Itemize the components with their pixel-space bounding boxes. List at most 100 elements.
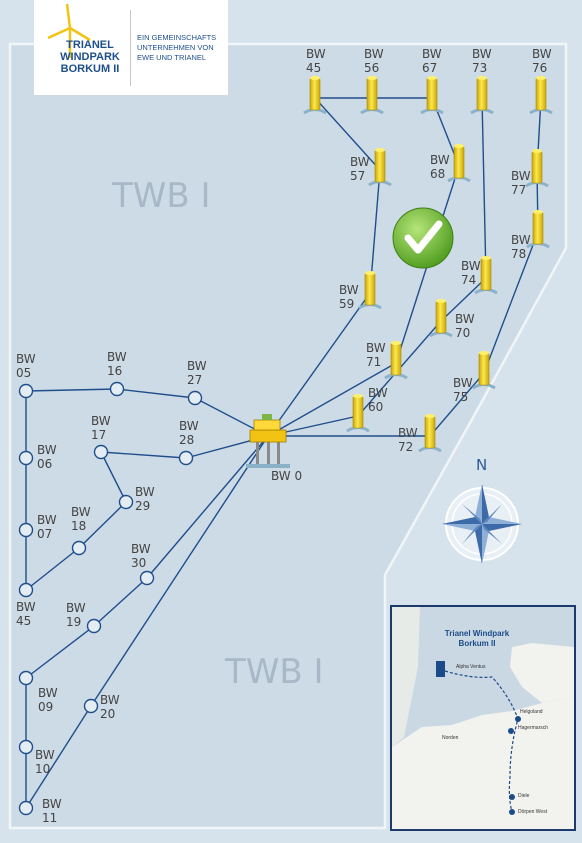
turbine-top (353, 394, 363, 398)
cable-segment (116, 388, 196, 399)
cable-segment (100, 451, 187, 459)
logo-sub-line-2: UNTERNEHMEN VON (137, 42, 214, 52)
cable-segment (93, 577, 148, 627)
inset-title: Trianel Windpark Borkum II (422, 629, 532, 649)
planned-turbine-marker (18, 800, 34, 816)
wind-turbine-logo-icon (47, 3, 91, 58)
turbine-top (454, 144, 464, 148)
inset-title-line-2: Borkum II (458, 639, 496, 648)
planned-turbine-marker (83, 698, 99, 714)
turbine-top (479, 351, 489, 355)
inset-place-helgoland: Helgoland (520, 709, 543, 715)
turbine-top (367, 76, 377, 80)
cable-segment (146, 435, 269, 579)
cable-segment (100, 451, 127, 503)
turbine-top (533, 210, 543, 214)
zone-label-north: TWB I (111, 176, 211, 216)
inset-title-line-1: Trianel Windpark (444, 629, 510, 638)
cable-segment (483, 231, 539, 374)
turbine-top (310, 76, 320, 80)
turbine-tower (476, 77, 488, 111)
planned-turbine-marker (93, 444, 109, 460)
turbine-top (391, 341, 401, 345)
planned-turbine-marker (139, 570, 155, 586)
turbine-tower (309, 77, 321, 111)
turbine-top (427, 76, 437, 80)
turbine-top (536, 76, 546, 80)
inset-place-alpha-ventus: Alpha Ventus (456, 664, 486, 670)
turbine-top (425, 414, 435, 418)
planned-turbine-marker (18, 383, 34, 399)
logo-line-1: TRIANEL (66, 39, 114, 51)
compass-north-label: N (476, 456, 487, 474)
logo-sub-line-1: EIN GEMEINSCHAFTS (137, 32, 217, 42)
turbine-tower (364, 272, 376, 306)
logo-brand-block: TRIANEL WINDPARK BORKUM II (34, 0, 130, 95)
turbine-top (365, 271, 375, 275)
cable-segment (314, 97, 381, 171)
planned-turbine-marker (18, 739, 34, 755)
planned-turbine-marker (18, 522, 34, 538)
planned-turbine-marker (86, 618, 102, 634)
turbine-tower (390, 342, 402, 376)
turbine-top (477, 76, 487, 80)
cable-segment (25, 388, 118, 392)
planned-turbine-marker (178, 450, 194, 466)
substation-platform (246, 414, 290, 468)
cable-segment (429, 372, 485, 437)
inset-map-canvas (392, 607, 574, 829)
cable-segment (25, 547, 80, 591)
planned-turbine-marker (71, 540, 87, 556)
turbine-tower (453, 145, 465, 179)
planned-turbine-marker (109, 381, 125, 397)
turbine-tower (352, 395, 364, 429)
planned-turbine-marker (187, 390, 203, 406)
turbine-tower (535, 77, 547, 111)
logo-sub-line-3: EWE UND TRIANEL (137, 52, 207, 62)
substation-label: BW 0 (271, 469, 302, 483)
planned-turbine-marker (18, 450, 34, 466)
cable-segment (90, 435, 269, 707)
check-mark-icon (392, 207, 454, 269)
